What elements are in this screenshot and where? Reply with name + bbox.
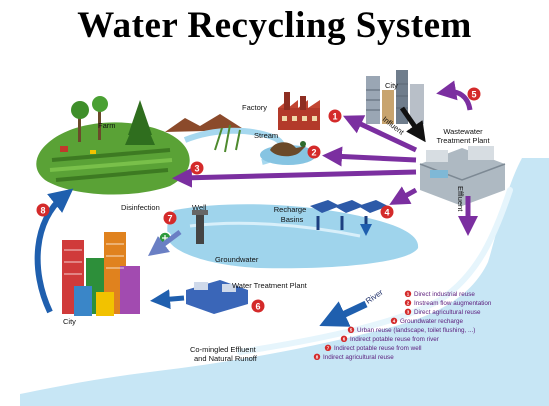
legend-number: 7	[327, 346, 330, 351]
svg-text:6: 6	[255, 302, 260, 312]
diagram-title: Water Recycling System	[77, 5, 472, 46]
legend-marker	[404, 308, 412, 315]
label-city-bottom: City	[63, 317, 76, 326]
legend-number: 6	[343, 337, 346, 342]
label-groundwater: Groundwater	[215, 255, 259, 264]
label-disinfection: Disinfection	[121, 203, 160, 212]
marker-5: 5	[467, 87, 481, 101]
marker-1: 1	[328, 109, 342, 123]
arrow-1	[342, 115, 418, 153]
arrow-8	[34, 188, 74, 314]
legend-item: 4 Groundwater recharge	[390, 317, 464, 325]
arrow-4	[389, 186, 418, 205]
legend-item: 8 Indirect agricultural reuse	[313, 353, 394, 361]
factory-illustration	[278, 92, 320, 130]
legend-marker	[404, 290, 412, 297]
legend-number: 4	[393, 319, 396, 324]
svg-text:2: 2	[311, 148, 316, 158]
legend-text: Indirect potable reuse from well	[334, 345, 422, 352]
label-farm: Farm	[98, 121, 116, 130]
svg-text:7: 7	[167, 214, 172, 224]
arrow-2	[322, 146, 417, 167]
legend-item: 7 Indirect potable reuse from well	[324, 344, 422, 352]
arrow-7	[148, 230, 182, 256]
svg-text:3: 3	[194, 164, 199, 174]
arrow-influent	[399, 106, 426, 143]
label-effluent: Effluent	[456, 186, 465, 212]
legend-item: 2 Instream flow augmentation	[404, 299, 492, 307]
arrow-5	[436, 80, 473, 111]
label-river: River	[364, 288, 385, 306]
marker-8: 8	[36, 203, 50, 217]
legend-text: Groundwater recharge	[400, 318, 464, 325]
label-factory: Factory	[242, 103, 267, 112]
legend-item: 6 Indirect potable reuse from river	[340, 335, 439, 343]
legend-number: 1	[407, 292, 410, 297]
label-wwtp-2: Treatment Plant	[436, 136, 490, 145]
svg-text:5: 5	[471, 90, 476, 100]
legend-text: Direct agricultural reuse	[414, 309, 481, 316]
marker-6: 6	[251, 299, 265, 313]
svg-text:1: 1	[332, 112, 337, 122]
legend-number: 3	[407, 310, 410, 315]
water-treatment-plant-illustration	[186, 280, 248, 314]
legend-text: Direct industrial reuse	[414, 291, 475, 298]
legend-item: 1 Direct industrial reuse	[404, 290, 475, 298]
river-body	[20, 158, 549, 406]
label-well: Well	[192, 203, 207, 212]
city-top-illustration	[366, 70, 424, 124]
legend-marker	[313, 353, 321, 360]
legend-text: Indirect potable reuse from river	[350, 336, 439, 343]
wastewater-plant-illustration	[419, 146, 506, 206]
well-illustration	[192, 210, 208, 244]
legend-item: 3 Direct agricultural reuse	[404, 308, 481, 316]
legend: 1 Direct industrial reuse 2 Instream flow a…	[313, 290, 492, 361]
legend-marker	[340, 335, 348, 342]
groundwater-layer	[167, 204, 419, 269]
label-recharge-1: Recharge	[274, 205, 307, 214]
label-runoff-2: and Natural Runoff	[194, 354, 258, 363]
legend-marker	[324, 344, 332, 351]
legend-text: Urban reuse (landscape, toilet flushing,…	[357, 327, 475, 334]
label-wtp: Water Treatment Plant	[232, 281, 308, 290]
city-bottom-illustration	[62, 232, 140, 316]
arrow-6	[150, 289, 185, 310]
flow-arrows	[34, 80, 478, 327]
label-city-top: City	[385, 81, 398, 90]
legend-number: 2	[407, 301, 410, 306]
recharge-basins-illustration	[310, 200, 388, 230]
arrow-river	[319, 300, 368, 327]
arrow-3	[172, 167, 417, 188]
marker-3: 3	[190, 161, 204, 175]
legend-number: 8	[316, 355, 319, 360]
pond-illustration	[260, 141, 316, 165]
label-stream: Stream	[254, 131, 278, 140]
svg-text:4: 4	[384, 208, 389, 218]
legend-text: Indirect agricultural reuse	[323, 354, 394, 361]
marker-2: 2	[307, 145, 321, 159]
legend-marker	[347, 326, 355, 333]
river-highlight	[237, 187, 513, 355]
legend-marker	[404, 299, 412, 306]
marker-4: 4	[380, 205, 394, 219]
label-runoff-1: Co-mingled Effluent	[190, 345, 257, 354]
svg-text:8: 8	[40, 206, 45, 216]
legend-text: Instream flow augmentation	[414, 300, 492, 307]
legend-number: 5	[350, 328, 353, 333]
label-recharge-2: Basins	[281, 215, 304, 224]
label-wwtp-1: Wastewater	[443, 127, 483, 136]
legend-marker	[390, 317, 398, 324]
marker-7: 7	[163, 211, 177, 225]
farm-illustration	[36, 96, 190, 195]
legend-item: 5 Urban reuse (landscape, toilet flushing…	[347, 326, 475, 334]
